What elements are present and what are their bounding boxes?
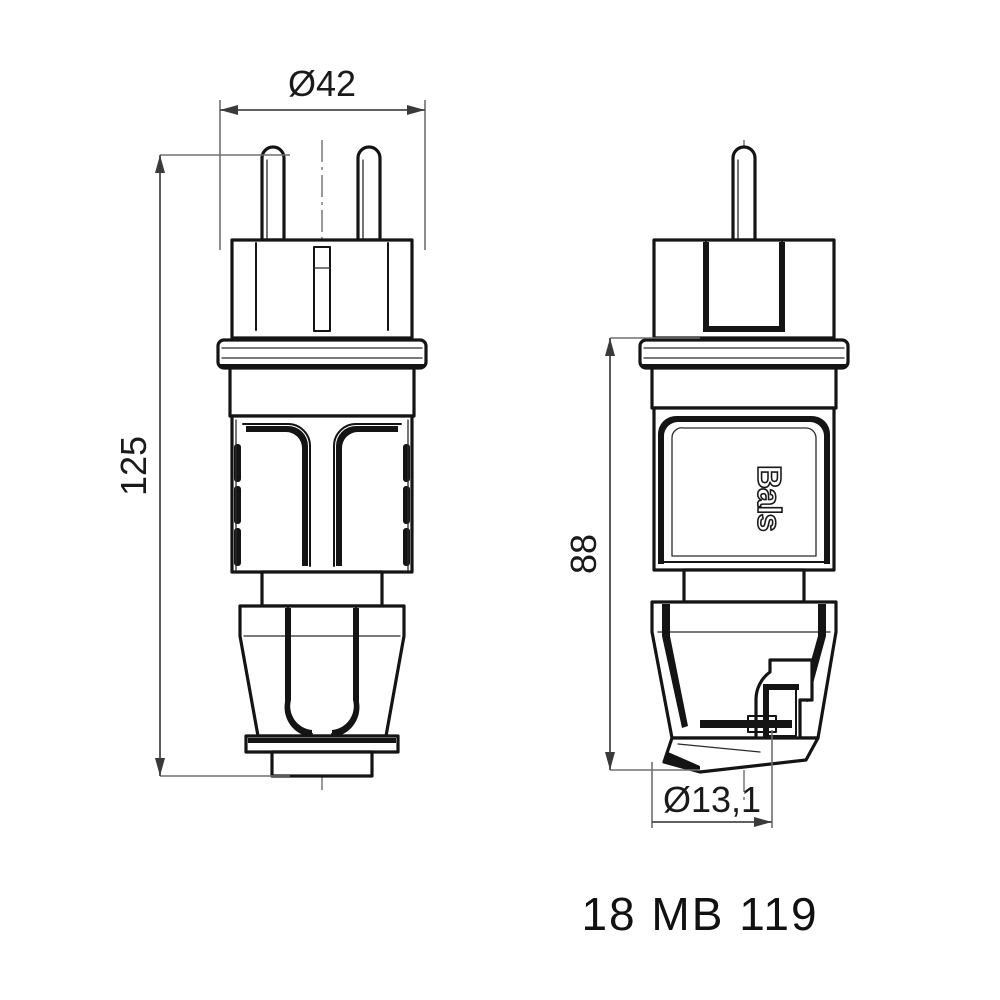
front-view-cable-gland xyxy=(238,604,406,778)
cable-entry-stub xyxy=(270,750,374,778)
dim-label-131: Ø13,1 xyxy=(663,779,761,820)
side-view-cable-gland xyxy=(650,600,838,774)
side-view-plug-face xyxy=(652,238,836,340)
gland-facet-right-shadow xyxy=(332,608,360,736)
brand-panel-frame-inner xyxy=(671,427,817,557)
body-neck xyxy=(260,570,384,608)
collar-shadow-side xyxy=(642,364,846,368)
earth-contact-slot xyxy=(313,246,331,332)
front-view-collar xyxy=(216,338,428,370)
arrow-88-bottom xyxy=(605,752,615,770)
arrow-125-top xyxy=(155,155,165,173)
dimension-diameter-42: Ø42 xyxy=(219,63,426,250)
plug-face-block xyxy=(230,238,414,340)
front-view-group xyxy=(216,140,428,790)
gland-edge-left xyxy=(662,604,688,728)
clamp-screw-head xyxy=(747,715,777,733)
grip-recess-left xyxy=(242,423,311,567)
grip-recess-right-shadow xyxy=(336,426,398,566)
arrow-131-right xyxy=(754,817,772,827)
dimension-diameter-13-1: Ø13,1 xyxy=(651,730,773,828)
gland-skirt-shadow xyxy=(664,752,700,772)
gland-nut-body xyxy=(238,604,406,738)
collar-flange-side xyxy=(638,338,850,370)
side-view-collar xyxy=(638,338,850,370)
clamp-bar xyxy=(700,720,792,728)
dim-label-88: 88 xyxy=(563,534,604,574)
side-view-group: Bals xyxy=(638,140,850,800)
plug-face-block-side xyxy=(652,238,836,340)
side-view-pin xyxy=(731,145,757,242)
pin-profile xyxy=(731,145,757,242)
collar-shadow xyxy=(220,364,424,368)
dimension-length-125: 125 xyxy=(113,154,290,777)
pin-right xyxy=(356,145,382,242)
grip-recess-right xyxy=(333,423,402,567)
grip-recess-left-shadow xyxy=(246,426,308,566)
grip-body-outer xyxy=(230,414,414,574)
front-view-pins xyxy=(260,145,382,242)
branded-body-outer xyxy=(652,406,836,572)
dimension-length-88: 88 xyxy=(563,337,700,771)
upper-body-block xyxy=(228,366,416,418)
front-view-grip-body xyxy=(230,414,414,574)
gland-skirt-edge xyxy=(677,743,761,753)
gland-base-shadow xyxy=(248,738,396,743)
upper-body-block-side xyxy=(650,366,838,410)
body-neck-side xyxy=(682,568,806,604)
brand-logo-text: Bals xyxy=(751,465,788,531)
arrow-42-right xyxy=(407,105,425,115)
side-view-branded-body: Bals xyxy=(652,406,836,572)
arrow-88-top xyxy=(605,338,615,356)
part-number-label: 18 MB 119 xyxy=(581,888,818,940)
grip-ridges-right xyxy=(403,444,410,566)
grip-ridges-left xyxy=(234,444,241,566)
dim-label-42: Ø42 xyxy=(288,63,356,104)
front-view-plug-face xyxy=(230,238,414,340)
gland-facet-left-shadow xyxy=(284,608,312,736)
cable-clamp-bracket xyxy=(754,658,814,754)
collar-flange xyxy=(216,338,428,370)
arrow-125-bottom xyxy=(155,758,165,776)
dim-label-125: 125 xyxy=(113,436,154,496)
pin-left xyxy=(260,145,286,242)
arrow-42-left xyxy=(220,105,238,115)
